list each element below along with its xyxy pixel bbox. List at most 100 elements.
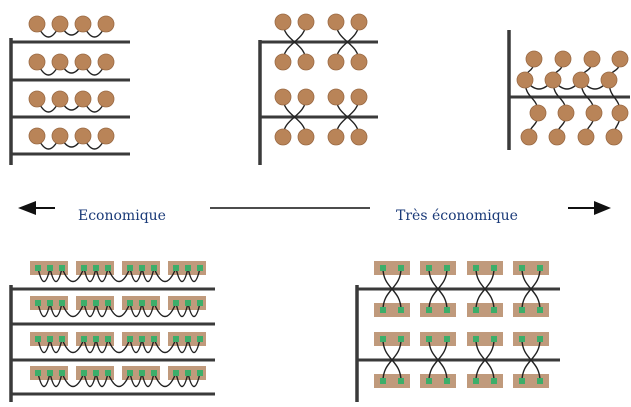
wire [187, 338, 201, 354]
wire [187, 372, 201, 388]
ball [51, 90, 69, 108]
ball [585, 104, 603, 122]
node [93, 300, 99, 306]
node [380, 378, 386, 384]
panel-top-right [507, 30, 630, 150]
node [473, 265, 479, 271]
node [151, 370, 157, 376]
ball [327, 53, 345, 71]
node [93, 336, 99, 342]
ball [297, 88, 315, 106]
node [35, 300, 41, 306]
node [35, 370, 41, 376]
node [380, 336, 386, 342]
wire [428, 267, 448, 311]
pad [467, 332, 503, 346]
node [35, 336, 41, 342]
node [444, 265, 450, 271]
ball [28, 127, 46, 145]
pad [467, 261, 503, 275]
ball [611, 104, 629, 122]
wire [175, 302, 189, 318]
ball [297, 53, 315, 71]
wire [49, 338, 63, 354]
node [47, 370, 53, 376]
node [398, 307, 404, 313]
node [473, 336, 479, 342]
ball [28, 90, 46, 108]
wire [141, 302, 155, 318]
wire [153, 372, 177, 388]
ball [583, 50, 601, 68]
ball [548, 128, 566, 146]
pad [513, 332, 549, 346]
label-economique: Economique [78, 208, 166, 224]
node [173, 370, 179, 376]
wire [187, 302, 201, 318]
ball [274, 88, 292, 106]
ball [28, 53, 46, 71]
wire [129, 338, 143, 354]
ball [274, 53, 292, 71]
node [93, 370, 99, 376]
ball [350, 13, 368, 31]
node [473, 307, 479, 313]
node [81, 265, 87, 271]
node [537, 336, 543, 342]
node [139, 370, 145, 376]
wire [61, 338, 85, 354]
pad [420, 303, 456, 317]
pad [374, 261, 410, 275]
ball [544, 71, 562, 89]
ball [525, 50, 543, 68]
node [197, 370, 203, 376]
node [127, 336, 133, 342]
node [426, 336, 432, 342]
node [105, 370, 111, 376]
node [491, 265, 497, 271]
node [185, 336, 191, 342]
node [139, 265, 145, 271]
wire [153, 302, 177, 318]
node [35, 265, 41, 271]
node [197, 300, 203, 306]
ball [97, 53, 115, 71]
wire [61, 372, 85, 388]
node [537, 378, 543, 384]
panel-bottom-left [9, 261, 215, 402]
ball [350, 88, 368, 106]
node [127, 265, 133, 271]
wire [37, 302, 51, 318]
arrow-left-head [18, 201, 36, 215]
node [426, 378, 432, 384]
ball [74, 90, 92, 108]
pad [467, 374, 503, 388]
node [59, 265, 65, 271]
ball [97, 90, 115, 108]
pad [513, 374, 549, 388]
node [105, 336, 111, 342]
ball [520, 128, 538, 146]
node [173, 300, 179, 306]
node [59, 300, 65, 306]
ball [51, 53, 69, 71]
pad [420, 332, 456, 346]
node [444, 336, 450, 342]
wire [83, 372, 97, 388]
wire [129, 267, 143, 283]
node [139, 336, 145, 342]
wire [95, 372, 109, 388]
wire [95, 302, 109, 318]
ball [74, 127, 92, 145]
wire [521, 267, 541, 311]
node [197, 265, 203, 271]
panel-top-center [258, 13, 378, 165]
ball [350, 128, 368, 146]
wire [107, 372, 131, 388]
wire [141, 338, 155, 354]
ball [297, 13, 315, 31]
node [185, 265, 191, 271]
pad [513, 261, 549, 275]
wire [129, 302, 143, 318]
